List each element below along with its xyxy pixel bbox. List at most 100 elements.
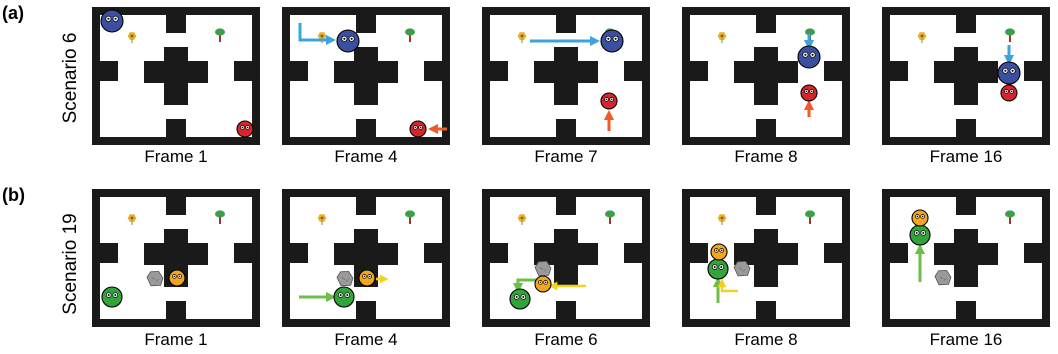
maze-wall-left-stub [482,243,508,263]
frame-label: Frame 16 [930,147,1003,166]
maze-wall-right-stub [1024,61,1050,81]
frame-label: Frame 6 [534,330,597,349]
row-scenario-19: (b) Scenario 19 [2,185,81,315]
orange-agent [710,243,728,261]
red-agent [800,84,818,102]
flower-icon [717,32,727,43]
maze-frame [282,7,450,145]
maze-frame [92,189,260,327]
flower-icon [127,32,137,43]
maze-frame [282,189,450,327]
maze-wall-bottom-stub [166,119,186,145]
maze-wall-left-stub [282,243,308,263]
flower-icon [517,32,527,43]
flower-icon [517,214,527,225]
blue-agent [336,29,360,53]
maze-wall-right-stub [1024,243,1050,263]
maze-wall-bottom-stub [756,301,776,327]
maze-wall-top-stub [756,7,776,33]
red-agent [1000,84,1018,102]
maze-wall-left-stub [882,243,908,263]
maze-center-cross-horizontal [934,61,998,83]
maze-wall-left-stub [92,61,118,81]
tree-icon [215,210,225,224]
maze-frame [882,7,1050,145]
maze-frame [482,189,650,327]
maze-wall-bottom-stub [166,301,186,327]
maze-center-cross-horizontal [534,243,598,265]
maze-center-cross-horizontal [734,61,798,83]
tree-icon [605,210,615,224]
row-label-scenario-19: Scenario 19 [60,213,81,314]
maze-center-cross-horizontal [734,243,798,265]
maze-wall-right-stub [234,61,260,81]
flower-icon [917,32,927,43]
red-agent [409,120,427,138]
orange-agent [358,269,376,287]
green-arrow [512,278,539,294]
frame-label: Frame 8 [734,330,797,349]
maze-wall-left-stub [92,243,118,263]
maze-wall-top-stub [166,7,186,33]
maze-wall-bottom-stub [956,119,976,145]
maze-wall-bottom-stub [356,301,376,327]
panel-letter-b: (b) [2,185,25,205]
orange-agent [534,275,552,293]
maze-wall-right-stub [624,61,650,81]
flower-icon [127,214,137,225]
green-agent [101,286,123,308]
row-label-scenario-6: Scenario 6 [60,33,81,124]
tree-icon [1005,210,1015,224]
tree-icon [405,210,415,224]
maze-wall-bottom-stub [756,119,776,145]
tree-icon [215,28,225,42]
maze-frame [682,7,850,145]
maze-wall-top-stub [166,189,186,215]
maze-wall-right-stub [424,61,450,81]
blue-agent [997,61,1021,85]
maze-wall-top-stub [956,7,976,33]
rock-obstacle [336,270,354,287]
maze-wall-left-stub [682,243,708,263]
green-agent [333,286,355,308]
maze-wall-right-stub [424,243,450,263]
frame-label: Frame 8 [734,147,797,166]
maze-wall-top-stub [756,189,776,215]
maze-wall-top-stub [356,189,376,215]
panel-letter-a: (a) [2,3,24,23]
maze-center-cross-horizontal [144,61,208,83]
green-agent [509,288,531,310]
red-agent [600,92,618,110]
row-scenario-6: (a) Scenario 6 [2,3,81,123]
red-agent [236,120,254,138]
frame-label: Frame 16 [930,330,1003,349]
maze-wall-right-stub [624,243,650,263]
maze-frame [92,7,260,145]
maze-wall-bottom-stub [556,301,576,327]
yellow-arrow [717,278,738,293]
maze-wall-left-stub [682,61,708,81]
maze-frame [682,189,850,327]
frame-label: Frame 4 [334,147,397,166]
maze-center-cross-horizontal [334,61,398,83]
rock-obstacle [534,260,552,277]
frame-label: Frame 1 [144,147,207,166]
maze-wall-left-stub [282,61,308,81]
maze-wall-top-stub [556,189,576,215]
frame-label: Frame 1 [144,330,207,349]
blue-arrow [298,23,337,46]
maze-wall-left-stub [882,61,908,81]
orange-agent [168,269,186,287]
maze-wall-right-stub [824,61,850,81]
blue-agent [797,45,821,69]
maze-frame [882,189,1050,327]
maze-wall-bottom-stub [356,119,376,145]
maze-center-cross-horizontal [144,243,208,265]
blue-agent [600,29,624,53]
maze-frame [482,7,650,145]
maze-wall-bottom-stub [956,301,976,327]
maze-center-cross-horizontal [934,243,998,265]
tree-icon [405,28,415,42]
